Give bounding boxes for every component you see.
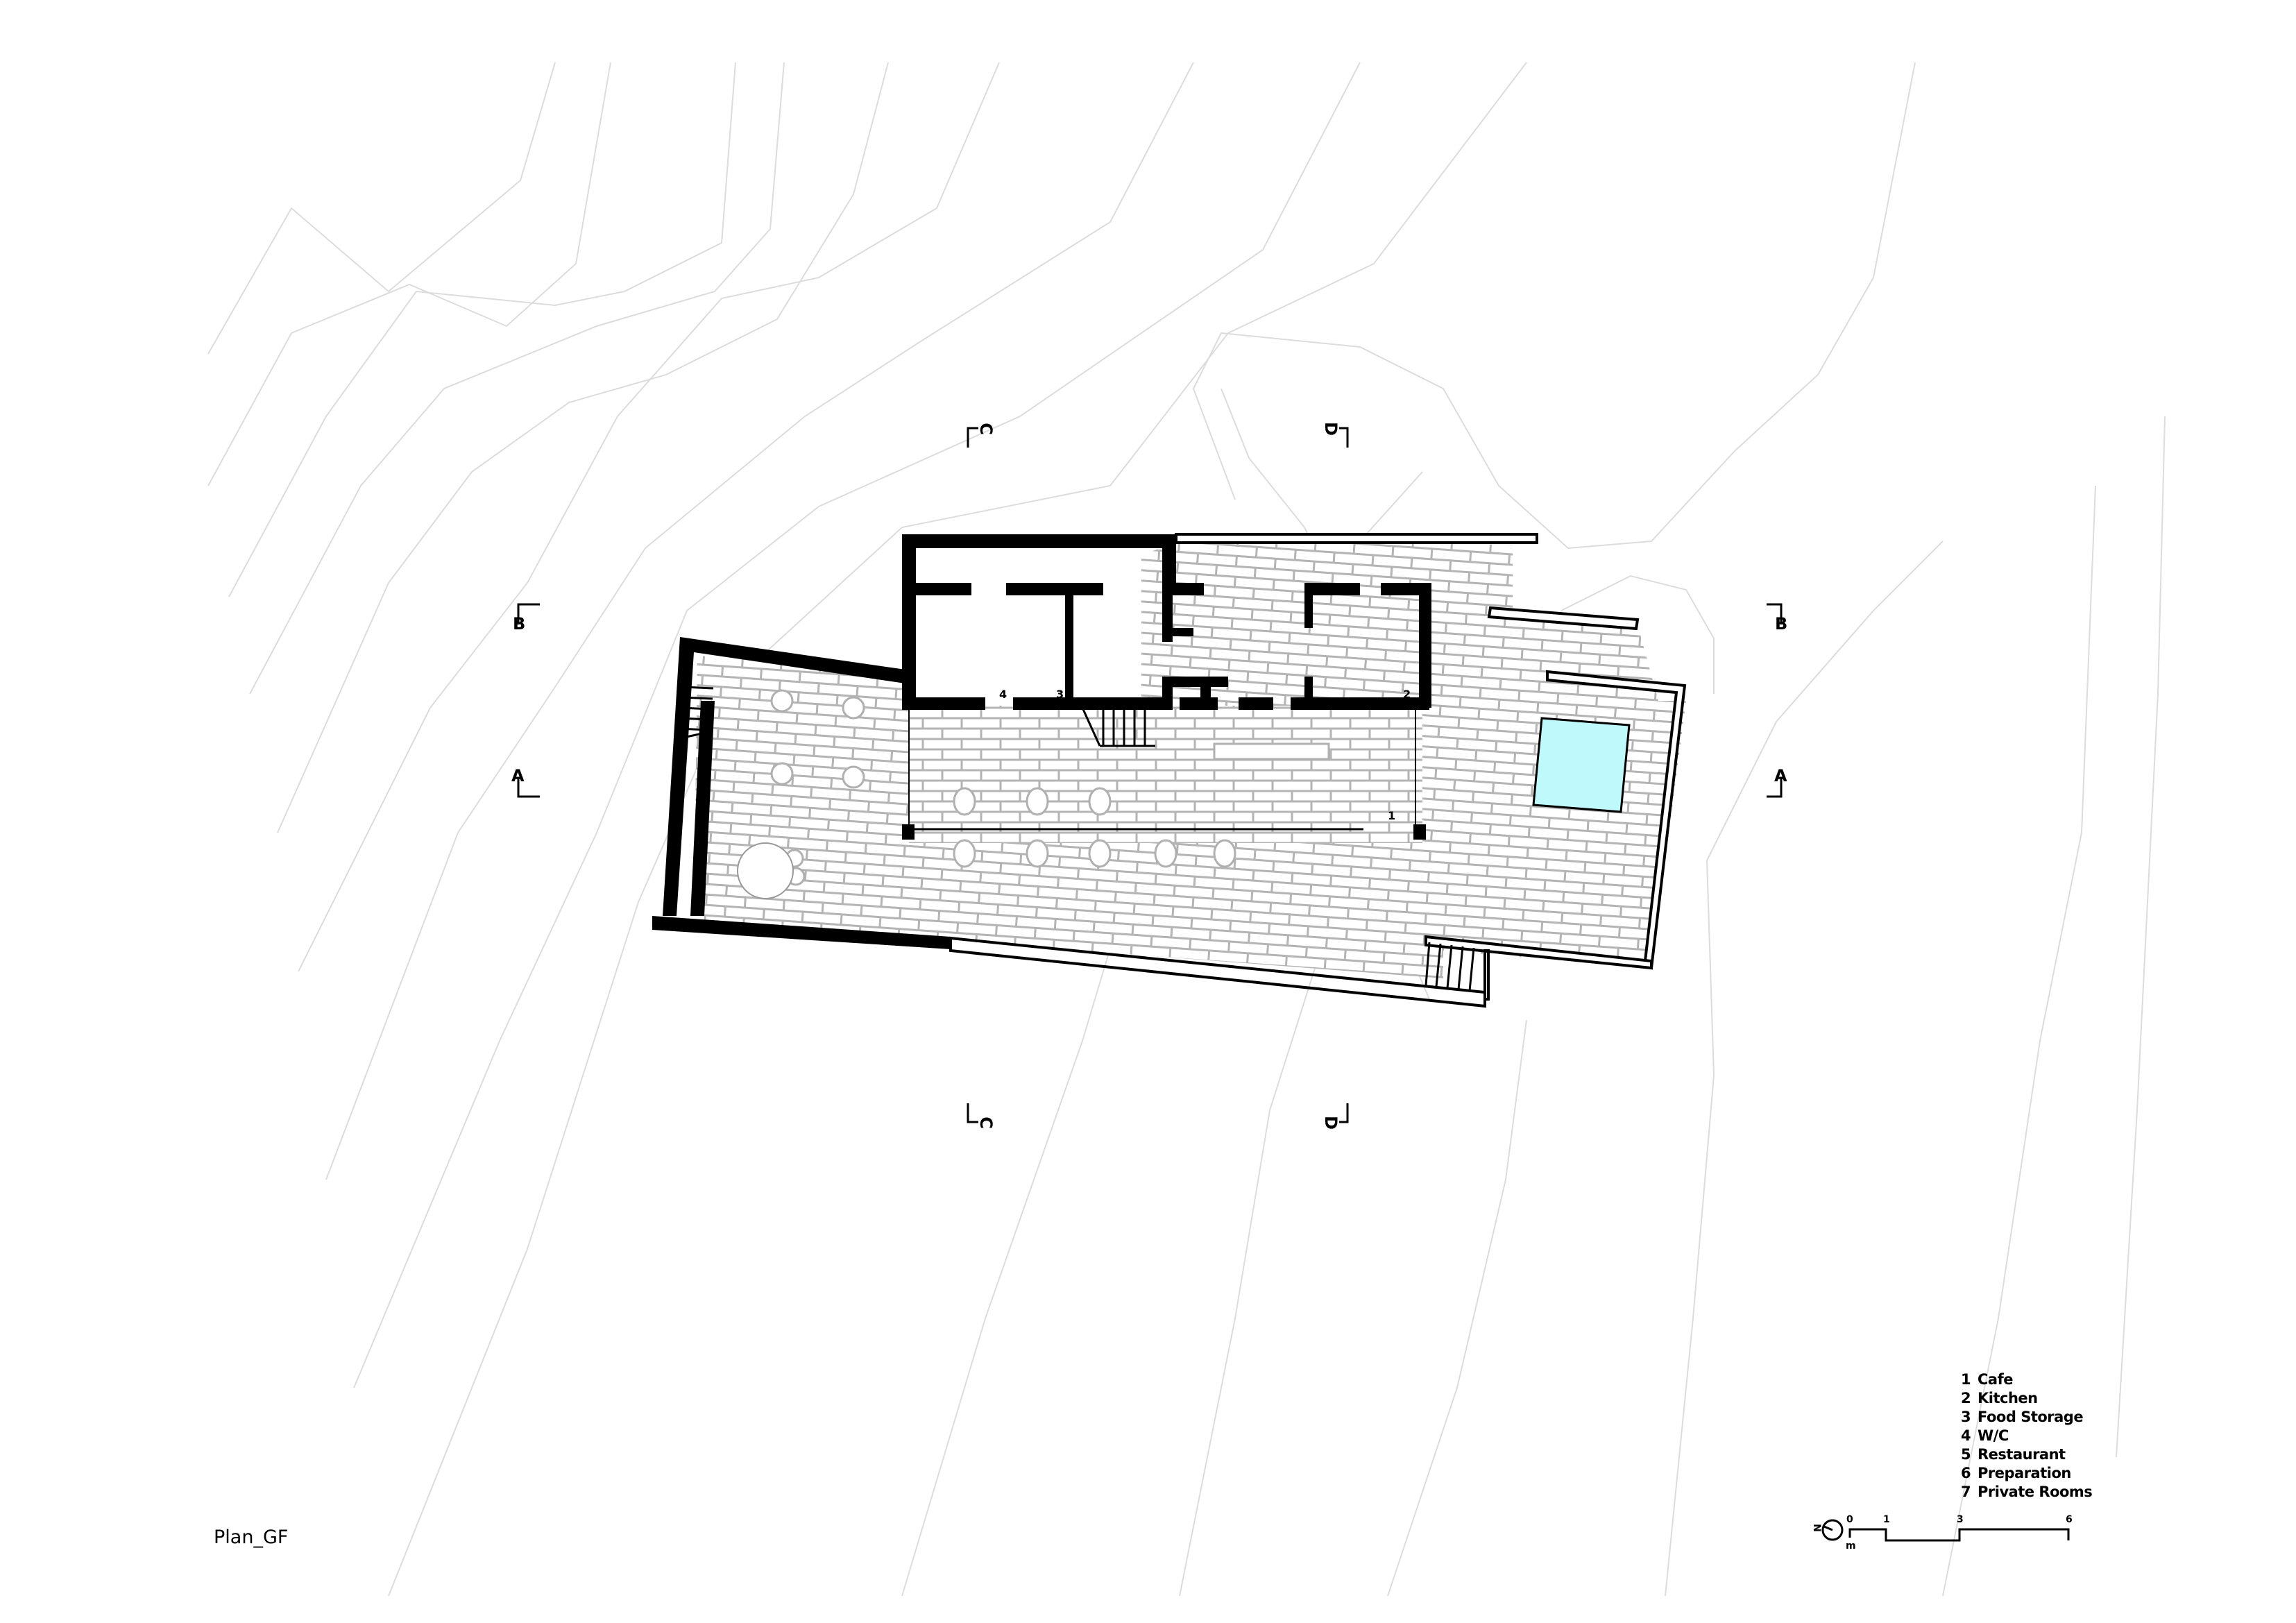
pool [1532,717,1631,813]
outline-walls [949,533,1687,1008]
scale-unit: m [1846,1540,1856,1552]
scale-tick-6: 6 [2066,1514,2073,1525]
scale-tick-3: 3 [1957,1514,1964,1525]
scale-tick-1: 1 [1883,1514,1890,1525]
section-label-b-left: B [513,614,526,634]
section-label-a-right: A [1774,766,1787,785]
north-arrow-label: N [1810,1524,1822,1532]
walls [652,534,1431,949]
section-label-d-bottom: D [1320,1116,1341,1130]
room-tag-wc: 4 [999,688,1007,701]
stairs-right [1425,942,1475,992]
room-tag-cafe: 1 [1388,809,1396,822]
terrain-contours [207,62,2166,1597]
section-label-a-left: A [511,766,525,785]
room-tag-food-storage: 3 [1056,688,1064,701]
scale-bar [1848,1528,2070,1542]
section-label-c-bottom: C [976,1116,996,1129]
stairs-left [676,686,714,740]
stairs-center [1081,707,1155,747]
drawing-title: Plan_GF [214,1527,289,1548]
section-label-d-top: D [1320,422,1341,436]
furniture [737,689,1330,899]
scale-tick-0: 0 [1846,1514,1853,1525]
section-markers [517,427,1783,1123]
room-tag-kitchen: 2 [1403,688,1411,701]
section-label-b-right: B [1775,614,1788,634]
section-label-c-top: C [976,423,996,435]
north-arrow [1821,1519,1844,1541]
